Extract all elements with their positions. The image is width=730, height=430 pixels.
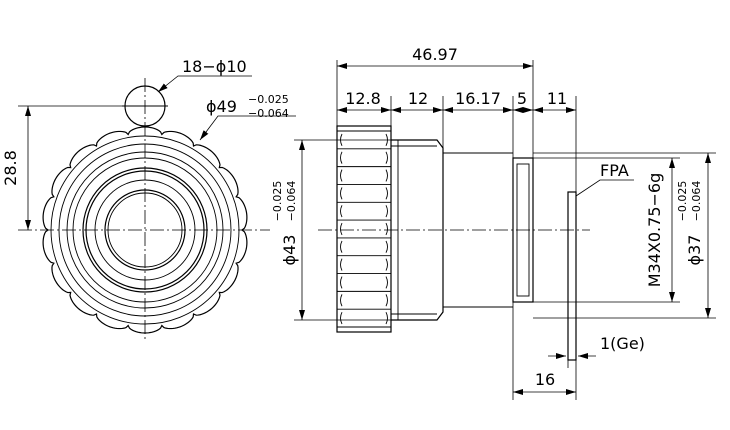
side-view: FPA 46.97 12.8 12 16.17 5 11 ϕ43 −0.025 … [271,45,716,400]
outer-dia-tol-upper: −0.025 [248,93,289,106]
dim-thread-label: M34X0.75−6g [645,173,664,288]
dim-rear-dia-tol-upper: −0.025 [676,181,689,222]
dim-back-focal-label: 16 [535,370,555,389]
front-view: 28.8 18−ϕ10 ϕ49 −0.025 −0.064 [1,57,296,340]
knurl-rib [340,258,388,271]
front-ring-circle-6 [85,170,205,290]
front-ring-circle-7 [94,179,196,281]
knurl-rib [340,294,388,307]
front-ring-circle-2 [58,143,232,317]
dim-28-8-label: 28.8 [1,150,20,186]
knurl-rib [340,311,388,325]
side-rear-flange-inner [516,163,530,297]
side-knurl-ribs [337,133,391,325]
knurl-rib [340,187,388,200]
knurl-rib [340,151,388,164]
outer-dia-tol-lower: −0.064 [248,107,289,120]
dim-rear-dia-label: ϕ37 [685,235,704,266]
side-knurled-ring [336,125,392,333]
front-ring-circle-3 [66,151,224,309]
knurled-outer-ring [42,126,248,334]
front-ring-circle-4 [72,157,218,303]
fpa-leader [575,179,634,197]
front-ring-inner-edge [50,135,240,325]
dim-window-label: 1(Ge) [600,334,645,353]
knurl-rib [340,169,388,182]
dim-seg4-label: 5 [517,89,527,108]
dim-body-dia-tol-lower: −0.064 [285,181,298,222]
dim-overall-label: 46.97 [412,45,458,64]
hole-callout-leader [157,75,252,93]
outer-dia-label: ϕ49 [206,97,237,116]
front-ring-circle-5 [82,167,208,293]
knurl-rib [340,240,388,253]
outer-dia-leader [199,115,296,141]
dim-rear-dia-tol-lower: −0.064 [690,181,703,222]
dim-seg2-label: 12 [408,89,428,108]
hole-callout-label: 18−ϕ10 [182,57,247,76]
front-lens-aperture [104,189,186,271]
dim-seg5-label: 11 [547,89,567,108]
knurl-rib [340,205,388,218]
knurl-rib [340,276,388,289]
dim-body-dia-tol-upper: −0.025 [271,181,284,222]
dim-seg3-label: 16.17 [455,89,501,108]
fpa-window-plate [567,191,577,361]
fpa-label: FPA [600,161,629,180]
side-rear-flange [512,157,534,303]
front-lens-aperture-inner [107,192,183,268]
dim-seg1-label: 12.8 [345,89,381,108]
knurl-rib [340,222,388,236]
dim-body-dia-label: ϕ43 [280,235,299,266]
side-body-section [391,139,444,321]
